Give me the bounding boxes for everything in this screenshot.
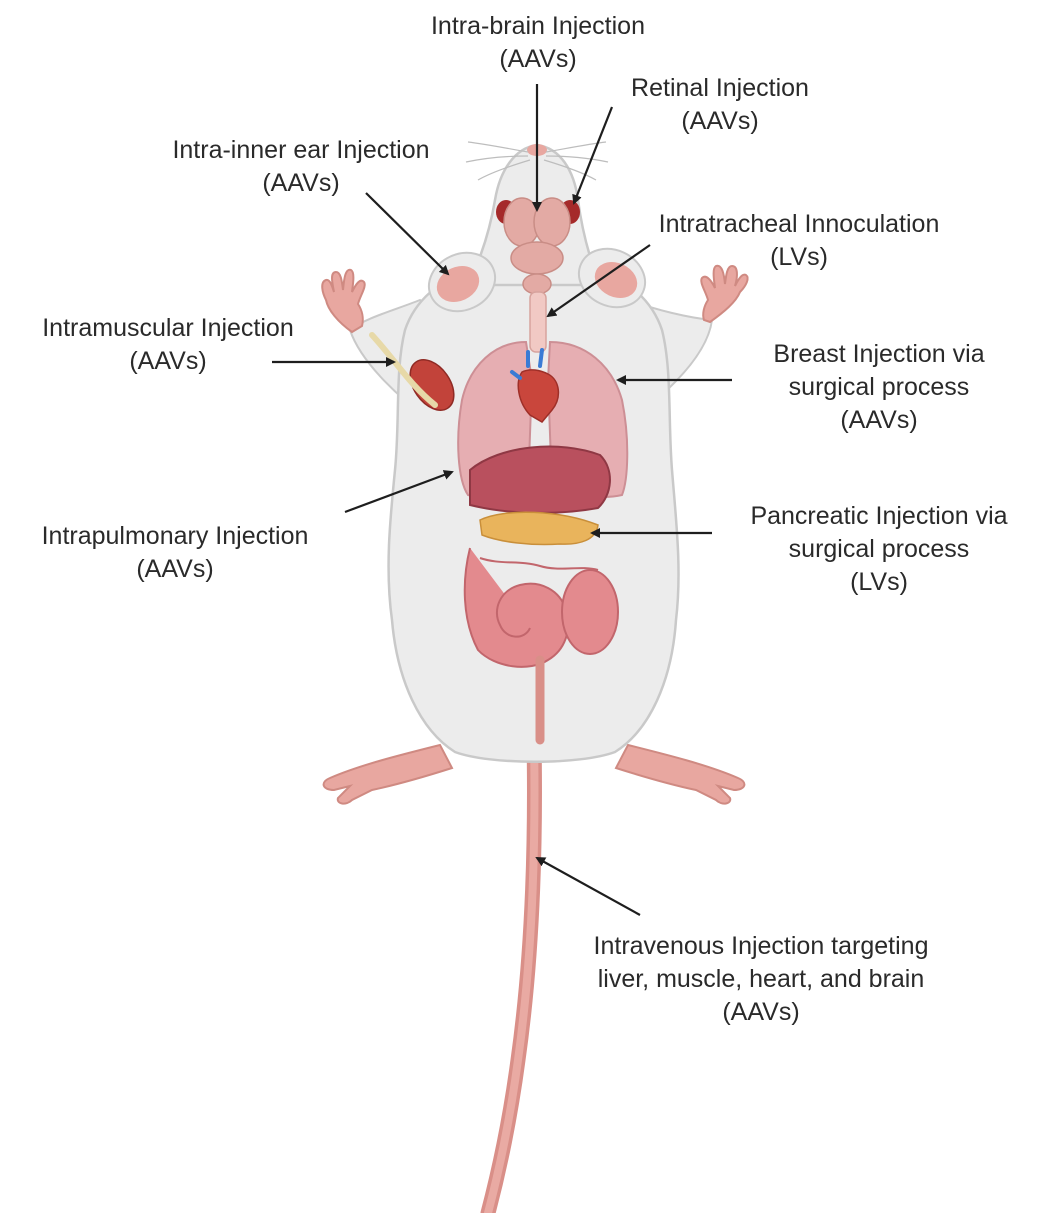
label-inner-ear-line1: Intra-inner ear Injection xyxy=(136,134,466,167)
left-hind-foot xyxy=(324,745,452,804)
trachea xyxy=(530,292,546,352)
label-retinal: Retinal Injection (AAVs) xyxy=(600,72,840,138)
label-breast: Breast Injection via surgical process (A… xyxy=(734,338,1024,437)
label-pancreatic-line2: surgical process xyxy=(714,533,1044,566)
label-inner-ear-line2: (AAVs) xyxy=(136,167,466,200)
label-intramuscular-line1: Intramuscular Injection xyxy=(0,312,336,345)
label-inner-ear: Intra-inner ear Injection (AAVs) xyxy=(136,134,466,200)
label-intratracheal-line1: Intratracheal Innoculation xyxy=(614,208,984,241)
label-intravenous-line3: (AAVs) xyxy=(544,996,978,1029)
arrow-venous xyxy=(537,858,640,915)
label-intramuscular: Intramuscular Injection (AAVs) xyxy=(0,312,336,378)
label-intravenous: Intravenous Injection targeting liver, m… xyxy=(544,930,978,1029)
label-retinal-line1: Retinal Injection xyxy=(600,72,840,105)
label-intravenous-line1: Intravenous Injection targeting xyxy=(544,930,978,963)
label-pancreatic: Pancreatic Injection via surgical proces… xyxy=(714,500,1044,599)
label-breast-line3: (AAVs) xyxy=(734,404,1024,437)
label-intrapulmonary-line1: Intrapulmonary Injection xyxy=(0,520,350,553)
label-intrapulmonary: Intrapulmonary Injection (AAVs) xyxy=(0,520,350,586)
label-intra-brain-line1: Intra-brain Injection xyxy=(388,10,688,43)
right-hind-foot xyxy=(616,745,744,804)
label-breast-line1: Breast Injection via xyxy=(734,338,1024,371)
label-intramuscular-line2: (AAVs) xyxy=(0,345,336,378)
label-intratracheal: Intratracheal Innoculation (LVs) xyxy=(614,208,984,274)
label-intrapulmonary-line2: (AAVs) xyxy=(0,553,350,586)
label-pancreatic-line3: (LVs) xyxy=(714,566,1044,599)
label-pancreatic-line1: Pancreatic Injection via xyxy=(714,500,1044,533)
label-intratracheal-line2: (LVs) xyxy=(614,241,984,274)
label-breast-line2: surgical process xyxy=(734,371,1024,404)
right-front-paw xyxy=(701,266,747,322)
label-intravenous-line2: liver, muscle, heart, and brain xyxy=(544,963,978,996)
arrow-ear xyxy=(366,193,448,274)
label-intra-brain: Intra-brain Injection (AAVs) xyxy=(388,10,688,76)
label-retinal-line2: (AAVs) xyxy=(600,105,840,138)
liver xyxy=(470,447,610,513)
